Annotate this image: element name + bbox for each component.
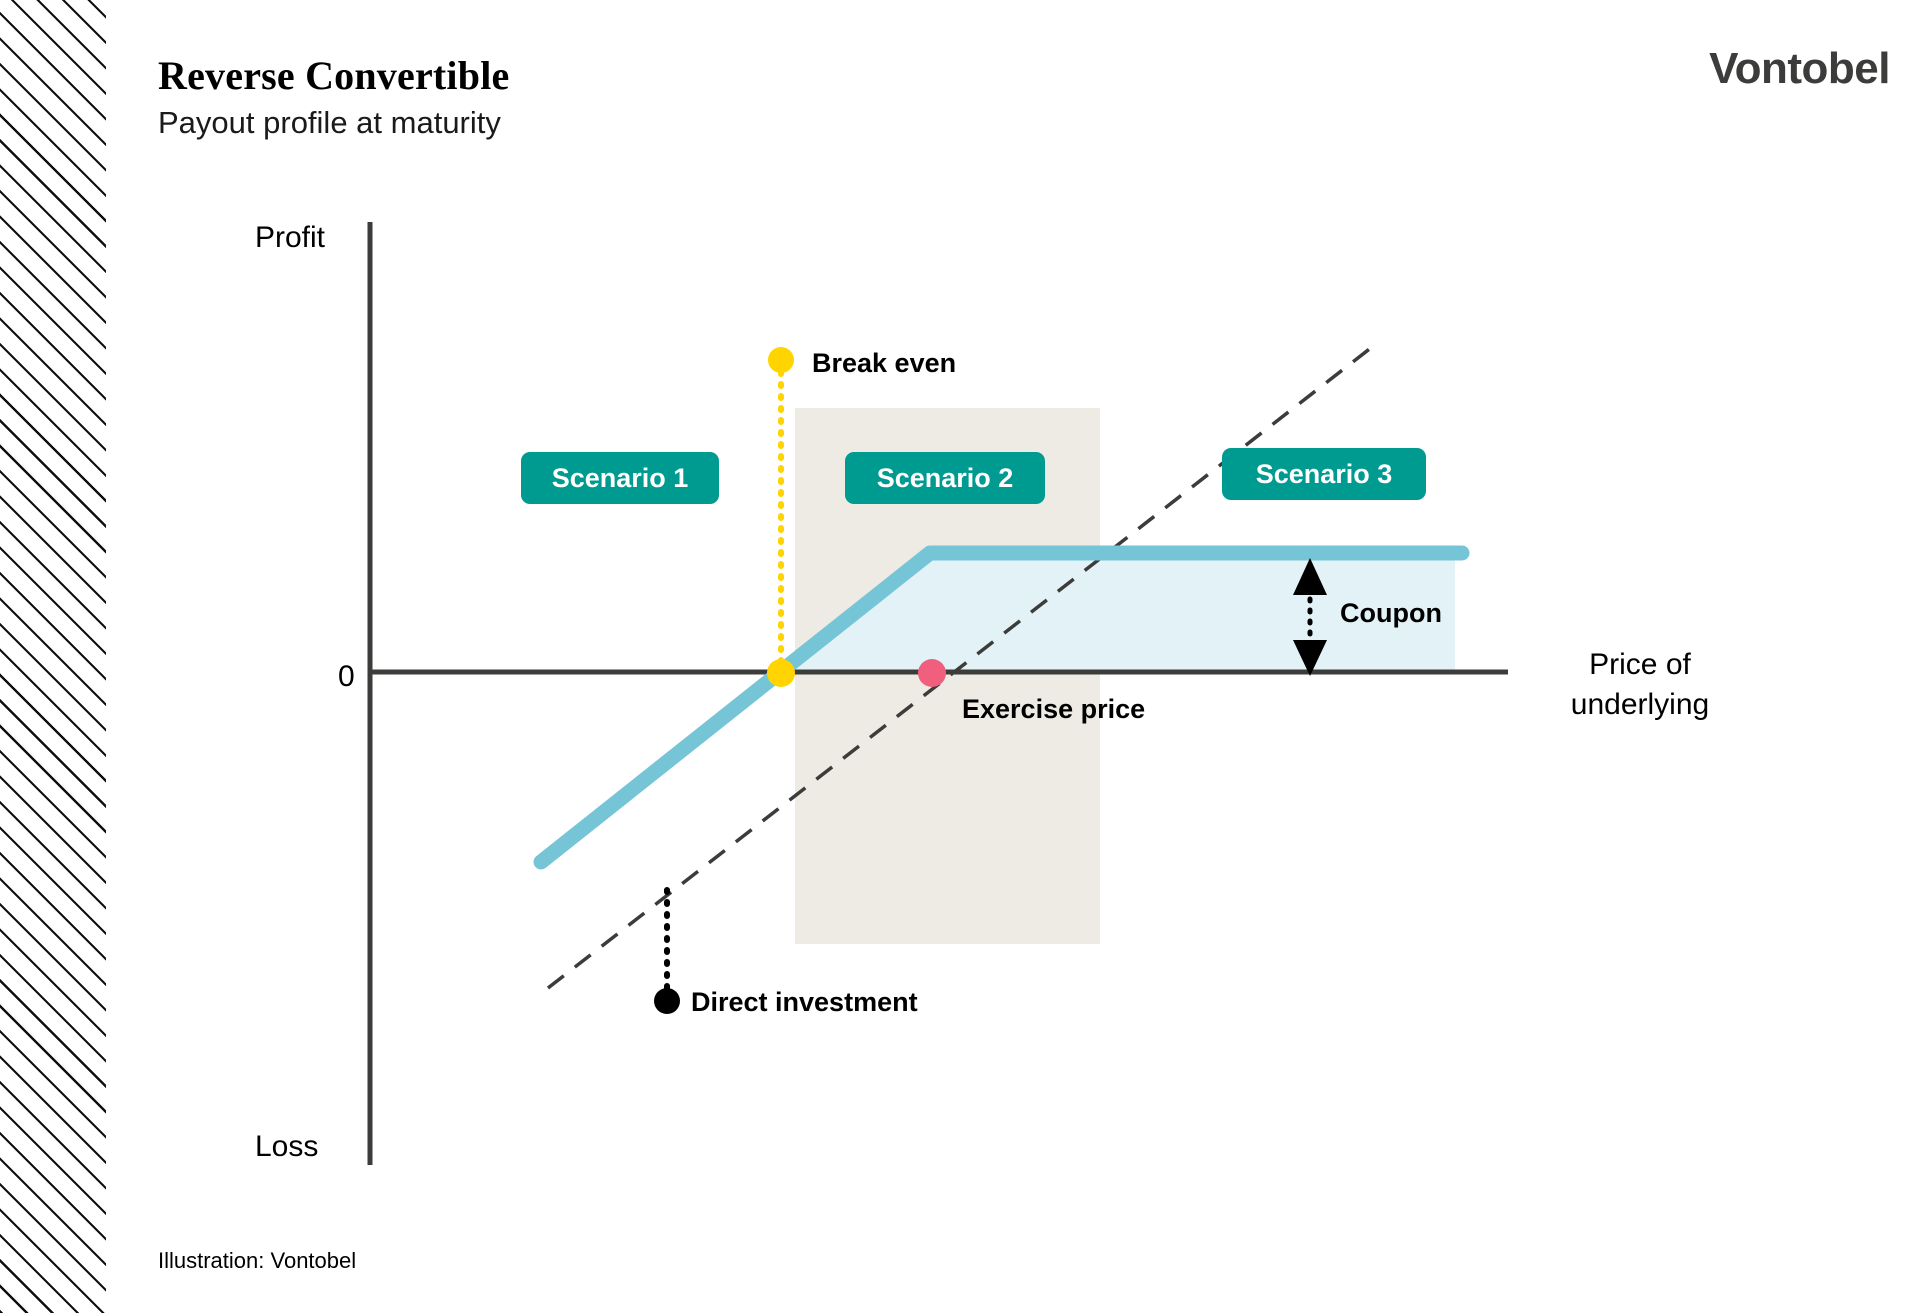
break-even-label: Break even [812, 348, 957, 378]
page-subtitle: Payout profile at maturity [158, 105, 501, 140]
direct-investment-label: Direct investment [691, 987, 918, 1017]
y-axis-profit-label: Profit [255, 221, 326, 254]
coupon-arrow-up-head [1293, 558, 1327, 595]
illustration-credit: Illustration: Vontobel [158, 1248, 357, 1273]
x-axis-price-label-line2: underlying [1570, 688, 1710, 721]
page-title: Reverse Convertible [158, 53, 510, 98]
payout-line [533, 545, 1470, 870]
y-axis-loss-label: Loss [255, 1130, 319, 1163]
break-even-marker-top [768, 347, 794, 373]
x-axis-price-label: Price of underlying [1560, 645, 1720, 725]
exercise-price-dot [918, 659, 946, 687]
x-axis-price-label-line1: Price of [1589, 648, 1691, 681]
coupon-measure-arrow [1293, 558, 1327, 676]
decorative-hatch-band [0, 0, 106, 1313]
exercise-price-label: Exercise price [962, 694, 1146, 724]
scenario-2-badge: Scenario 2 [845, 452, 1045, 504]
break-even-dot [767, 659, 795, 687]
scenario-1-badge: Scenario 1 [521, 452, 719, 504]
payout-fill-area [780, 558, 1455, 672]
scenario-3-badge: Scenario 3 [1222, 448, 1426, 500]
y-axis-zero-label: 0 [338, 660, 355, 693]
direct-investment-dot [654, 988, 680, 1014]
vontobel-logo: Vontobel [1709, 44, 1890, 93]
coupon-arrow-down-head [1293, 640, 1327, 676]
coupon-label: Coupon [1340, 598, 1442, 628]
